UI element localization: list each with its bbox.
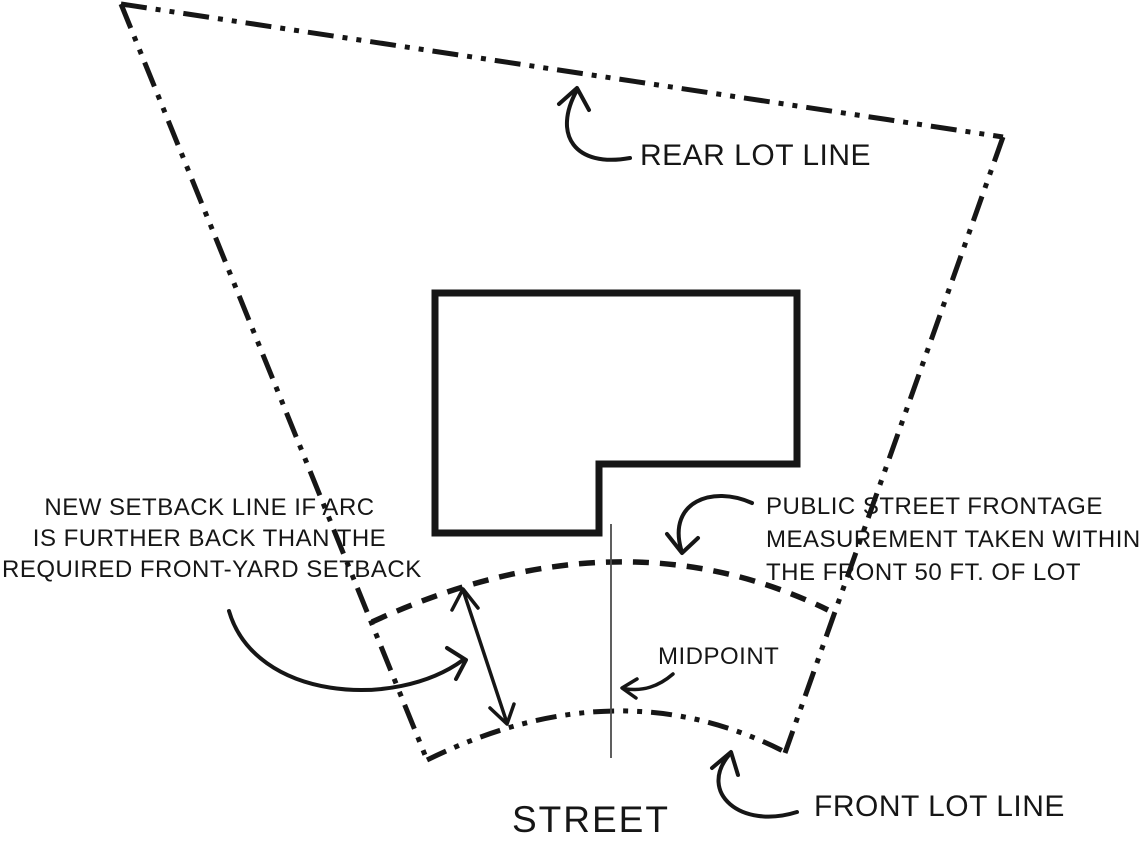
public-frontage-note-line1: PUBLIC STREET FRONTAGE [766, 493, 1103, 520]
front-lot-line-arrow [710, 750, 799, 819]
rear-lot-line-arrow [557, 86, 632, 162]
right-side-lot-line [782, 136, 1006, 754]
new-setback-note-line2: IS FURTHER BACK THAN THE [32, 525, 387, 552]
front-lot-line-arc [425, 708, 787, 763]
building-footprint [431, 289, 801, 537]
front-lot-line-label: FRONT LOT LINE [814, 790, 1065, 823]
new-setback-arrow [227, 609, 468, 692]
setback-measurement-double-arrow [450, 587, 516, 726]
public-frontage-note-line3: THE FRONT 50 FT. OF LOT [766, 559, 1082, 586]
rear-lot-line [120, 1, 1004, 140]
new-setback-note: NEW SETBACK LINE IF ARC IS FURTHER BACK … [2, 492, 422, 585]
new-setback-note-line3: REQUIRED FRONT-YARD SETBACK [2, 556, 422, 583]
public-frontage-note: PUBLIC STREET FRONTAGE MEASUREMENT TAKEN… [766, 490, 1141, 589]
midpoint-arrow [620, 672, 675, 700]
street-label: STREET [512, 799, 670, 840]
frontage-arrow [665, 493, 754, 555]
setback-arc-line [370, 559, 830, 625]
rear-lot-line-label: REAR LOT LINE [640, 139, 872, 172]
new-setback-note-line1: NEW SETBACK LINE IF ARC [44, 494, 375, 521]
midpoint-label: MIDPOINT [658, 643, 780, 670]
public-frontage-note-line2: MEASUREMENT TAKEN WITHIN [766, 526, 1141, 553]
left-side-lot-line [118, 3, 430, 761]
